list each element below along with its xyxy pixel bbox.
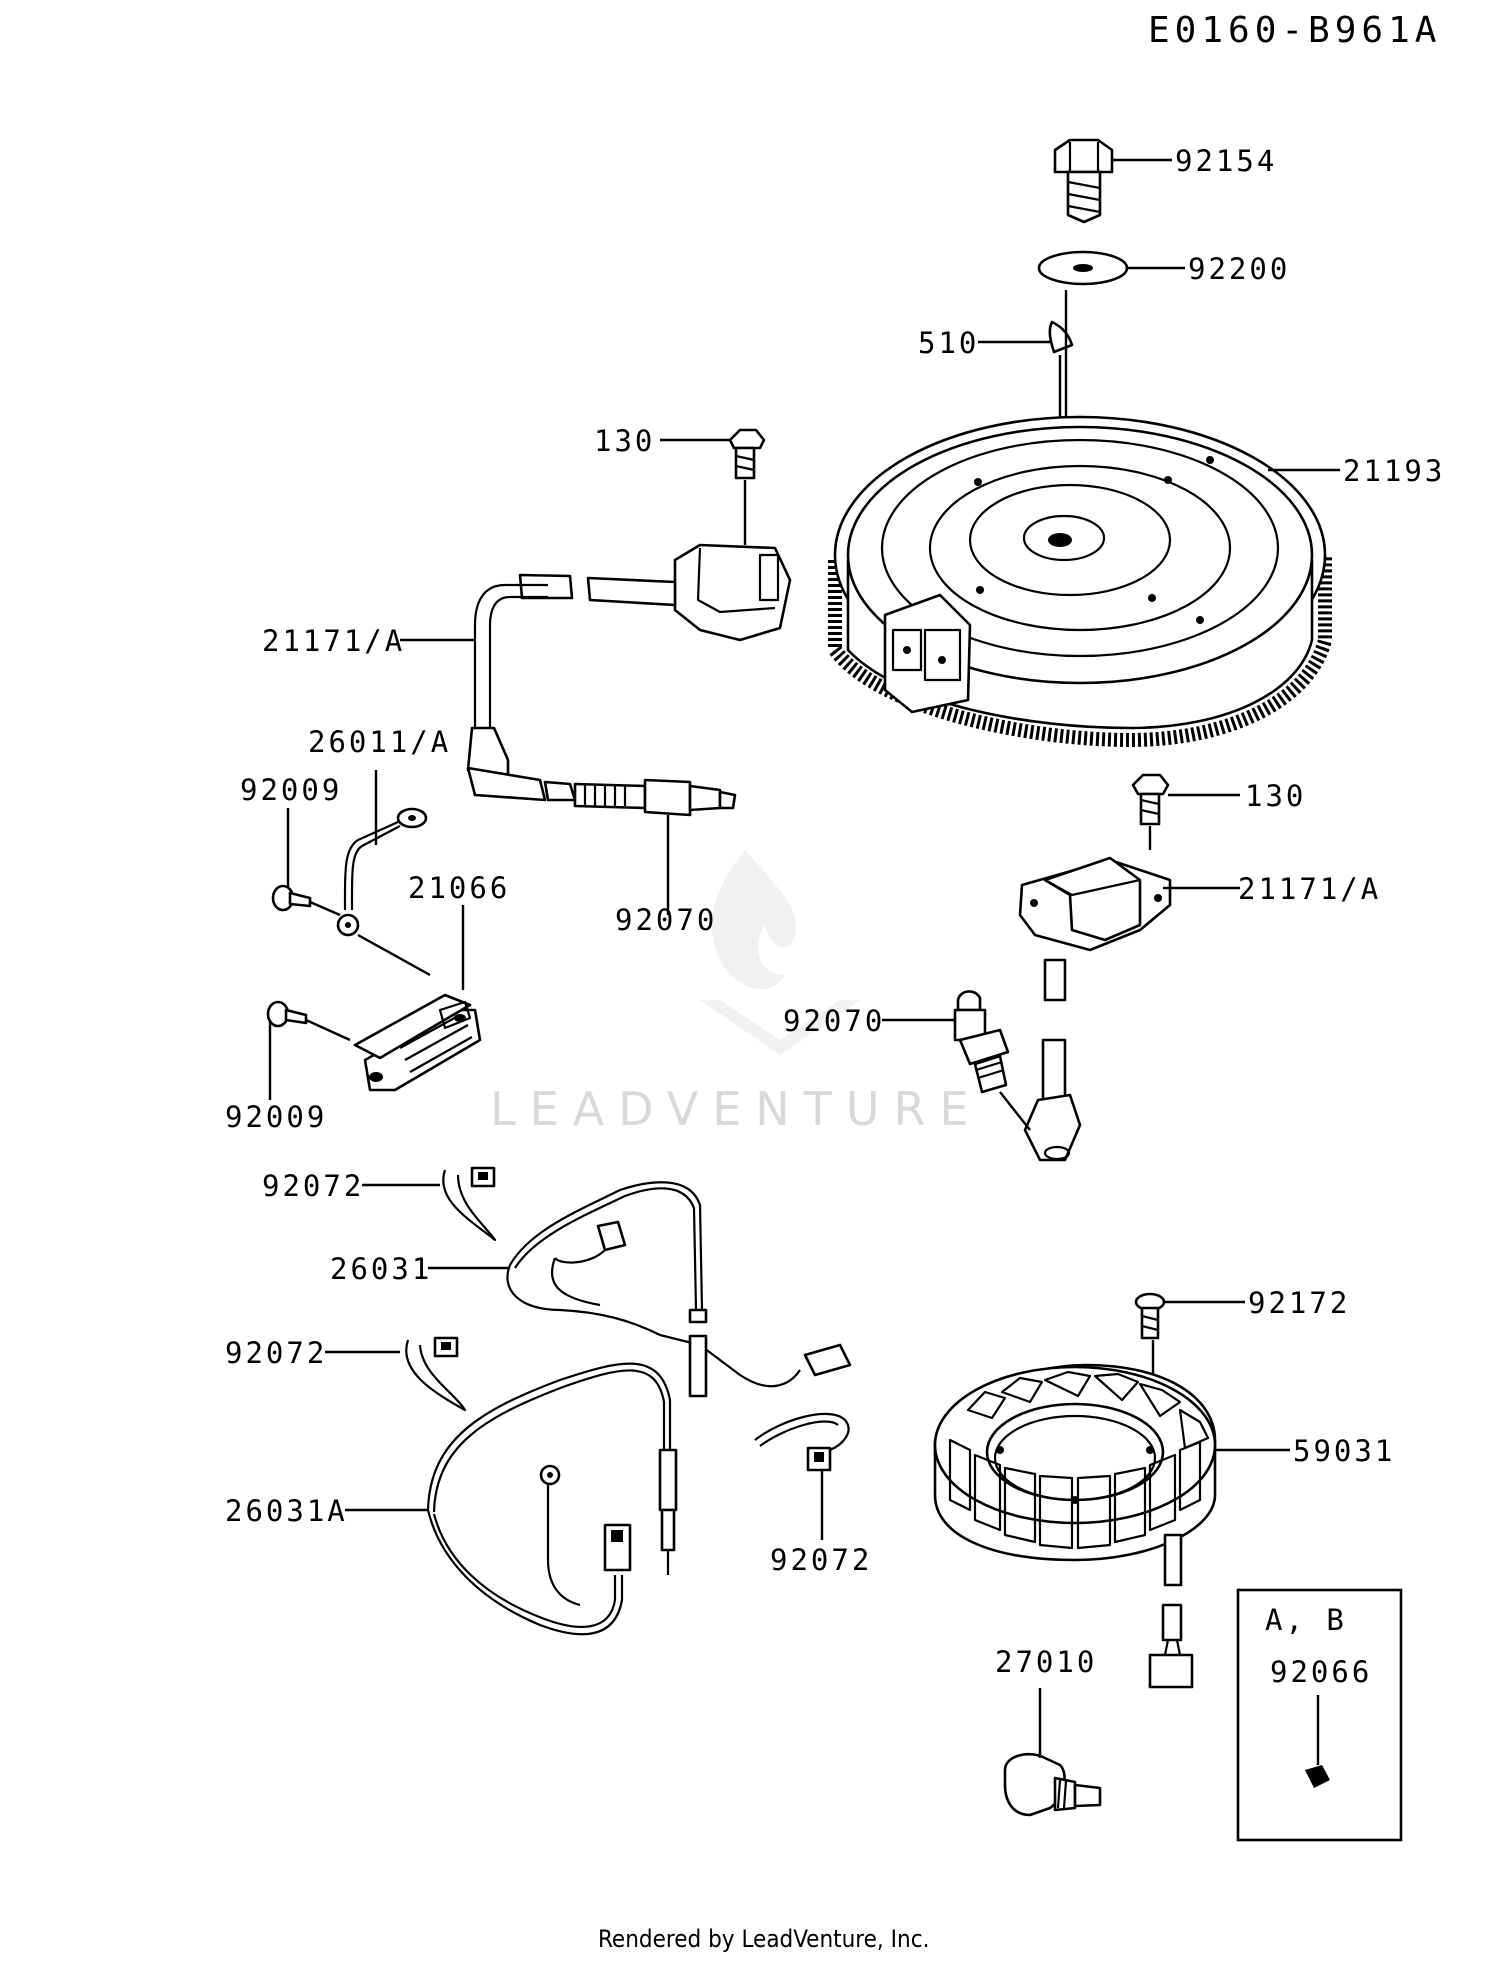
callout-92009-a: 92009 — [240, 773, 342, 807]
watermark-logo — [700, 850, 860, 1055]
part-27010-oil-pressure-switch[interactable] — [1003, 1753, 1102, 1817]
callout-21066: 21066 — [408, 871, 510, 905]
part-92066-plug[interactable] — [1305, 1765, 1330, 1788]
part-92070-spark-plug-b[interactable] — [953, 990, 1010, 1094]
part-21171a-ignition-coil-b[interactable] — [1018, 856, 1172, 1162]
part-92154-bolt[interactable] — [1053, 138, 1114, 224]
part-26011a-ground-lead[interactable] — [336, 807, 428, 937]
callout-92154: 92154 — [1175, 144, 1277, 178]
callout-92070-b: 92070 — [783, 1004, 885, 1038]
inset-label-ab: A, B — [1265, 1603, 1347, 1637]
watermark-text: LEADVENTURE — [490, 1082, 983, 1136]
part-92072-clamp-c[interactable] — [754, 1412, 850, 1472]
callout-92072-c: 92072 — [770, 1543, 872, 1577]
callout-130-b: 130 — [1245, 779, 1306, 813]
callout-92072-a: 92072 — [262, 1169, 364, 1203]
callout-21193: 21193 — [1343, 454, 1445, 488]
part-21066-regulator[interactable] — [353, 993, 482, 1092]
part-21193-flywheel[interactable] — [828, 415, 1332, 748]
part-92072-clamp-a[interactable] — [442, 1166, 497, 1242]
part-92070-spark-plug-a[interactable] — [543, 778, 737, 817]
footer-credit: Rendered by LeadVenture, Inc. — [598, 1925, 929, 1953]
callout-92172: 92172 — [1248, 1286, 1350, 1320]
callout-26031a: 26031A — [225, 1494, 348, 1528]
callout-27010: 27010 — [995, 1645, 1097, 1679]
callout-26011a: 26011/A — [308, 725, 451, 759]
part-92009-screw-a[interactable] — [271, 884, 312, 912]
part-92009-screw-b[interactable] — [266, 1000, 308, 1028]
part-92200-washer[interactable] — [1037, 250, 1129, 286]
part-26031a-harness[interactable] — [426, 1362, 678, 1636]
part-130-bolt-b[interactable] — [1131, 773, 1170, 826]
callout-92200: 92200 — [1188, 252, 1290, 286]
inset-box-ab: A, B 92066 — [1236, 1588, 1403, 1842]
diagram-id: E0160-B961A — [1148, 10, 1441, 51]
part-510-key[interactable] — [1048, 320, 1074, 354]
part-26031-harness[interactable] — [506, 1181, 852, 1398]
callout-130-a: 130 — [594, 424, 655, 458]
part-21171a-ignition-coil-a[interactable] — [466, 543, 792, 802]
callout-92066: 92066 — [1270, 1655, 1372, 1689]
callout-92072-b: 92072 — [225, 1336, 327, 1370]
part-130-bolt-a[interactable] — [728, 428, 766, 480]
callout-26031: 26031 — [330, 1252, 432, 1286]
callout-92009-b: 92009 — [225, 1100, 327, 1134]
part-59031-stator[interactable] — [933, 1363, 1217, 1689]
callout-21171a-left: 21171/A — [262, 624, 405, 658]
part-92072-clamp-b[interactable] — [405, 1336, 467, 1412]
callout-59031: 59031 — [1293, 1434, 1395, 1468]
callout-21171a-right: 21171/A — [1238, 872, 1381, 906]
callout-92070-a: 92070 — [615, 903, 717, 937]
callout-510: 510 — [918, 326, 979, 360]
part-92172-screw[interactable] — [1134, 1292, 1166, 1340]
